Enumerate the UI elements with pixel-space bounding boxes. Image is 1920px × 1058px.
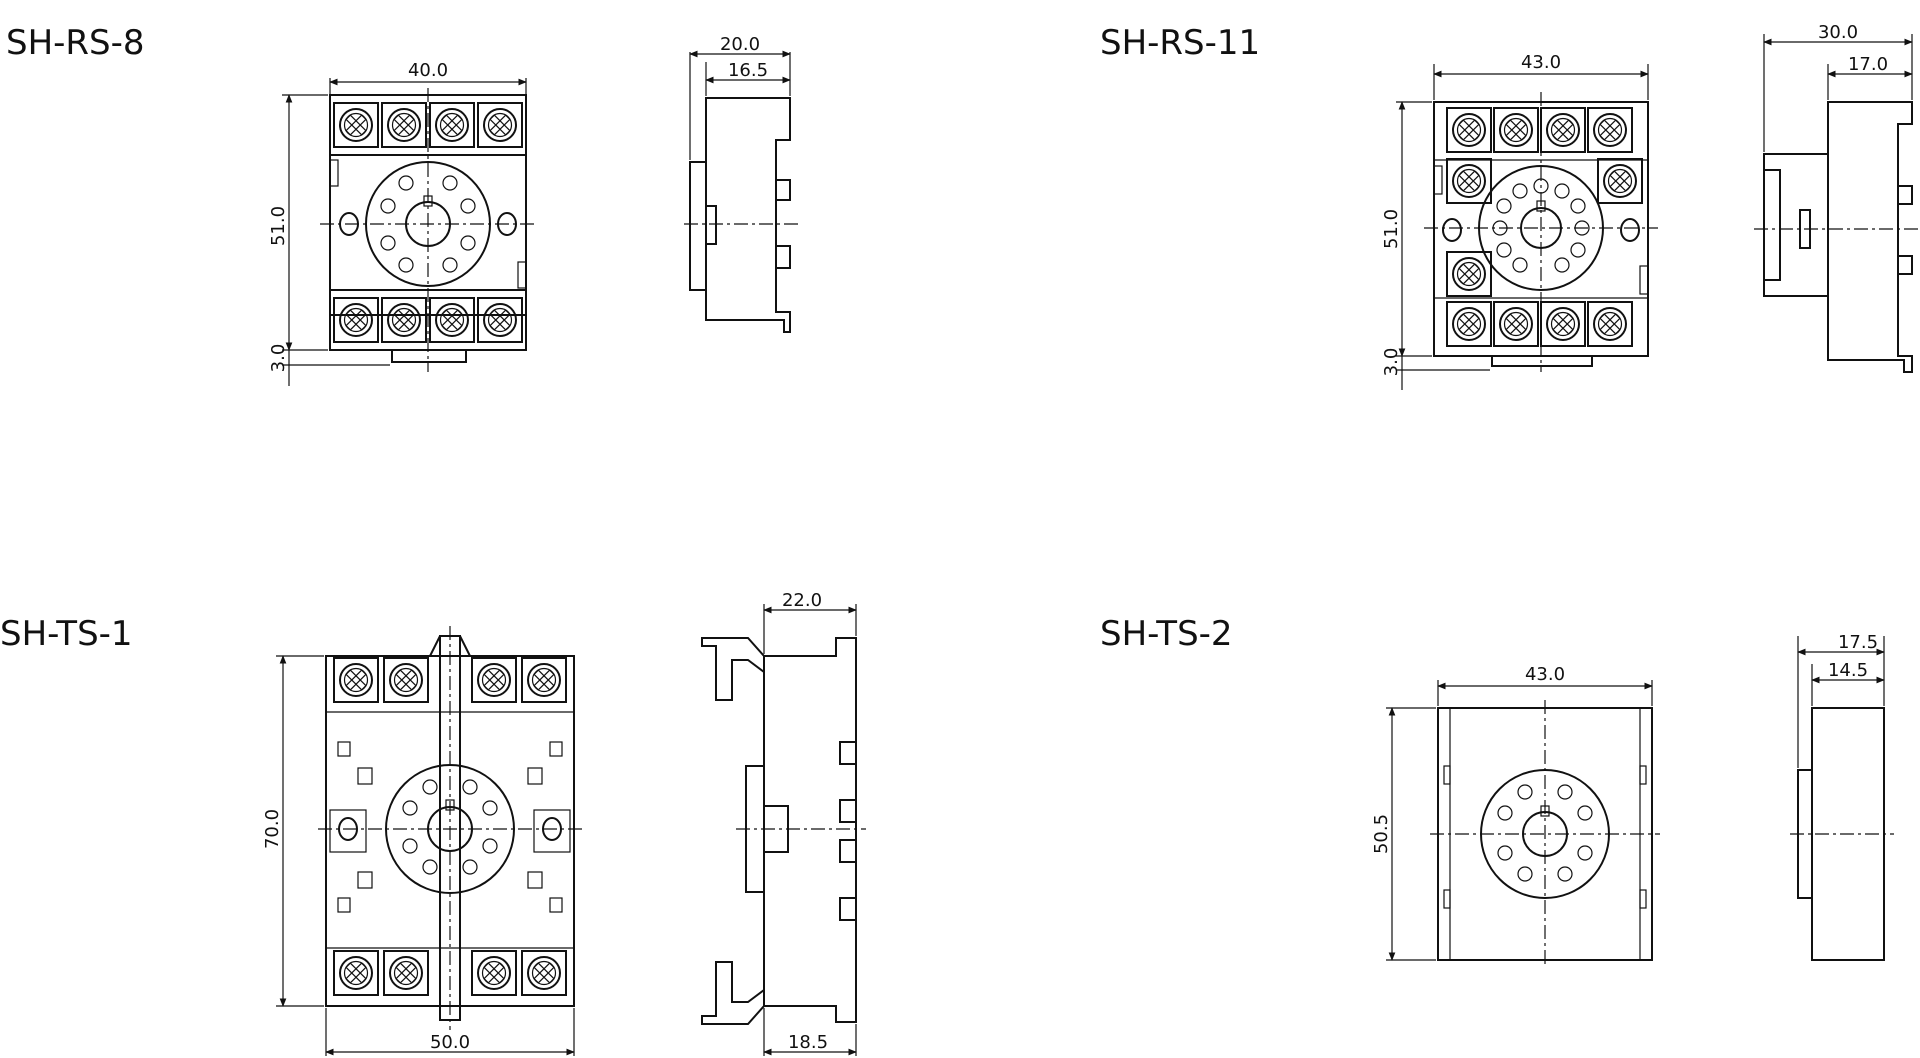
terminal-screw-icon xyxy=(333,657,379,703)
title-sh-ts-2: SH-TS-2 xyxy=(1100,614,1233,654)
terminal-screw-icon xyxy=(333,950,379,996)
dim-width: 43.0 xyxy=(1521,52,1561,73)
pin-hole-icon xyxy=(402,779,498,875)
dim-width: 40.0 xyxy=(408,60,448,81)
dim-width: 43.0 xyxy=(1525,664,1565,685)
terminal-screw-icon xyxy=(429,102,475,148)
terminal-screw-icon xyxy=(1493,301,1539,347)
sh-ts-2-front-view: 43.0 50.5 xyxy=(1371,664,1660,968)
title-sh-ts-1: SH-TS-1 xyxy=(0,614,133,654)
terminal-screw-icon xyxy=(477,102,523,148)
pin-hole-icon xyxy=(380,175,476,273)
terminal-screw-icon xyxy=(1587,107,1633,153)
terminal-screw-icon xyxy=(471,950,517,996)
sh-ts-1-side-view: 22.0 18.5 xyxy=(701,590,866,1056)
sh-rs-11-front-view: 43.0 51.0 3.0 xyxy=(1381,52,1658,390)
dim-rail: 3.0 xyxy=(1381,348,1402,377)
sh-rs-8-side-view: 20.0 16.5 xyxy=(684,34,800,333)
terminal-screw-icon xyxy=(471,657,517,703)
terminal-screw-icon xyxy=(429,297,475,343)
dim-depth: 30.0 xyxy=(1818,22,1858,43)
terminal-screw-icon xyxy=(1446,251,1492,297)
mounting-hole-icon xyxy=(1442,218,1462,242)
terminal-screw-icon xyxy=(1587,301,1633,347)
terminal-screw-icon xyxy=(1540,107,1586,153)
dim-depth-inner: 16.5 xyxy=(728,60,768,81)
terminal-screw-icon xyxy=(383,657,429,703)
title-sh-rs-8: SH-RS-8 xyxy=(6,23,145,63)
dim-width: 50.0 xyxy=(430,1032,470,1053)
terminal-screw-icon xyxy=(333,297,379,343)
terminal-screw-icon xyxy=(1493,107,1539,153)
terminal-screw-icon xyxy=(521,657,567,703)
terminal-screw-icon xyxy=(477,297,523,343)
mounting-hole-icon xyxy=(542,817,562,841)
terminal-screw-icon xyxy=(521,950,567,996)
mounting-hole-icon xyxy=(338,817,358,841)
mounting-hole-icon xyxy=(1620,218,1640,242)
terminal-screw-icon xyxy=(1597,158,1643,204)
terminal-screw-icon xyxy=(383,950,429,996)
sh-ts-1-front-view: 70.0 50.0 xyxy=(262,626,582,1056)
dim-depth: 22.0 xyxy=(782,590,822,611)
title-sh-rs-11: SH-RS-11 xyxy=(1100,23,1260,63)
dim-depth: 20.0 xyxy=(720,34,760,55)
terminal-screw-icon xyxy=(333,102,379,148)
dim-depth: 17.5 xyxy=(1838,632,1878,653)
sh-rs-11-side-view: 30.0 17.0 xyxy=(1754,22,1920,373)
terminal-screw-icon xyxy=(381,102,427,148)
terminal-screw-icon xyxy=(1540,301,1586,347)
sh-rs-8-front-view: 40.0 51.0 3.0 xyxy=(268,60,536,386)
dim-height: 51.0 xyxy=(1381,209,1402,249)
dim-height: 70.0 xyxy=(262,809,283,849)
dim-depth-inner: 14.5 xyxy=(1828,660,1868,681)
dim-depth-inner: 17.0 xyxy=(1848,54,1888,75)
terminal-screw-icon xyxy=(381,297,427,343)
dim-depth-inner: 18.5 xyxy=(788,1032,828,1053)
dim-rail: 3.0 xyxy=(268,344,289,373)
dim-height: 51.0 xyxy=(268,206,289,246)
terminal-screw-icon xyxy=(1446,107,1492,153)
dim-height: 50.5 xyxy=(1371,814,1392,854)
terminal-screw-icon xyxy=(1446,158,1492,204)
sh-ts-2-side-view: 17.5 14.5 xyxy=(1790,632,1894,961)
pin-hole-icon xyxy=(1497,784,1593,882)
terminal-screw-icon xyxy=(1446,301,1492,347)
